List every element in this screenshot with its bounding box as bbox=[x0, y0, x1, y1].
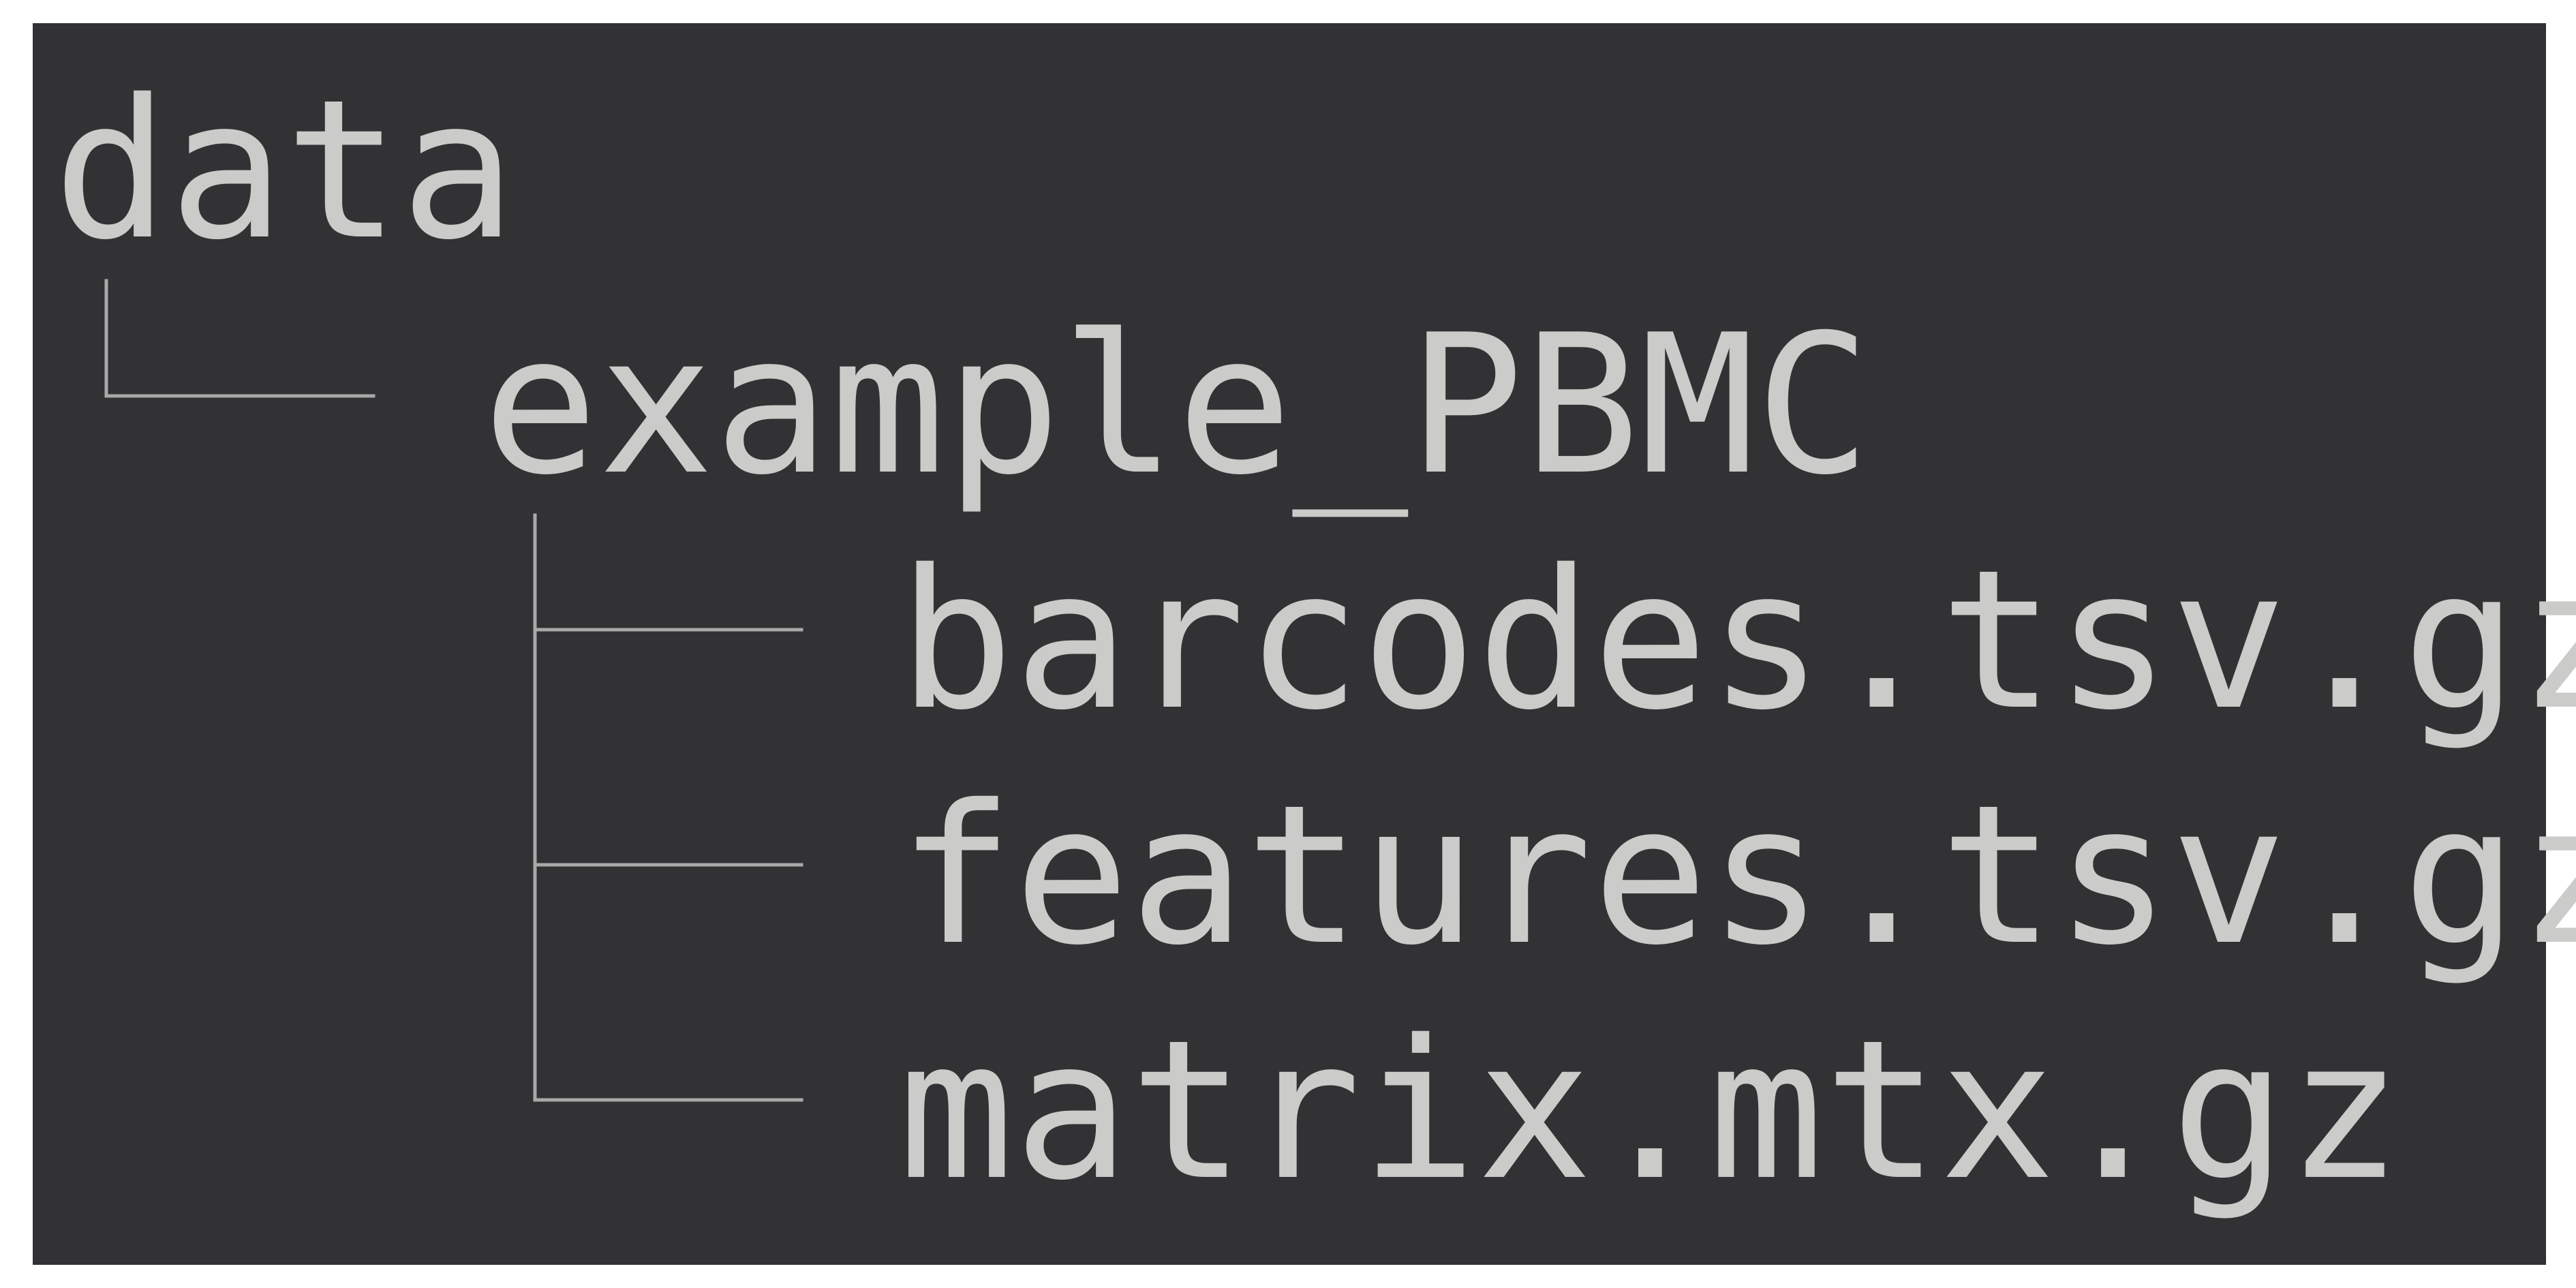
tree-item-data: data bbox=[53, 58, 517, 282]
tree-item-barcodes: barcodes.tsv.gz bbox=[898, 528, 2576, 752]
tree-item-example-pbmc: example_PBMC bbox=[482, 293, 1871, 517]
tree-item-matrix: matrix.mtx.gz bbox=[898, 998, 2403, 1223]
terminal-window: data example_PBMC barcodes.tsv.gz featur… bbox=[33, 23, 2576, 1265]
tree-connectors bbox=[104, 279, 803, 1102]
tree-item-features: features.tsv.gz bbox=[898, 763, 2576, 987]
